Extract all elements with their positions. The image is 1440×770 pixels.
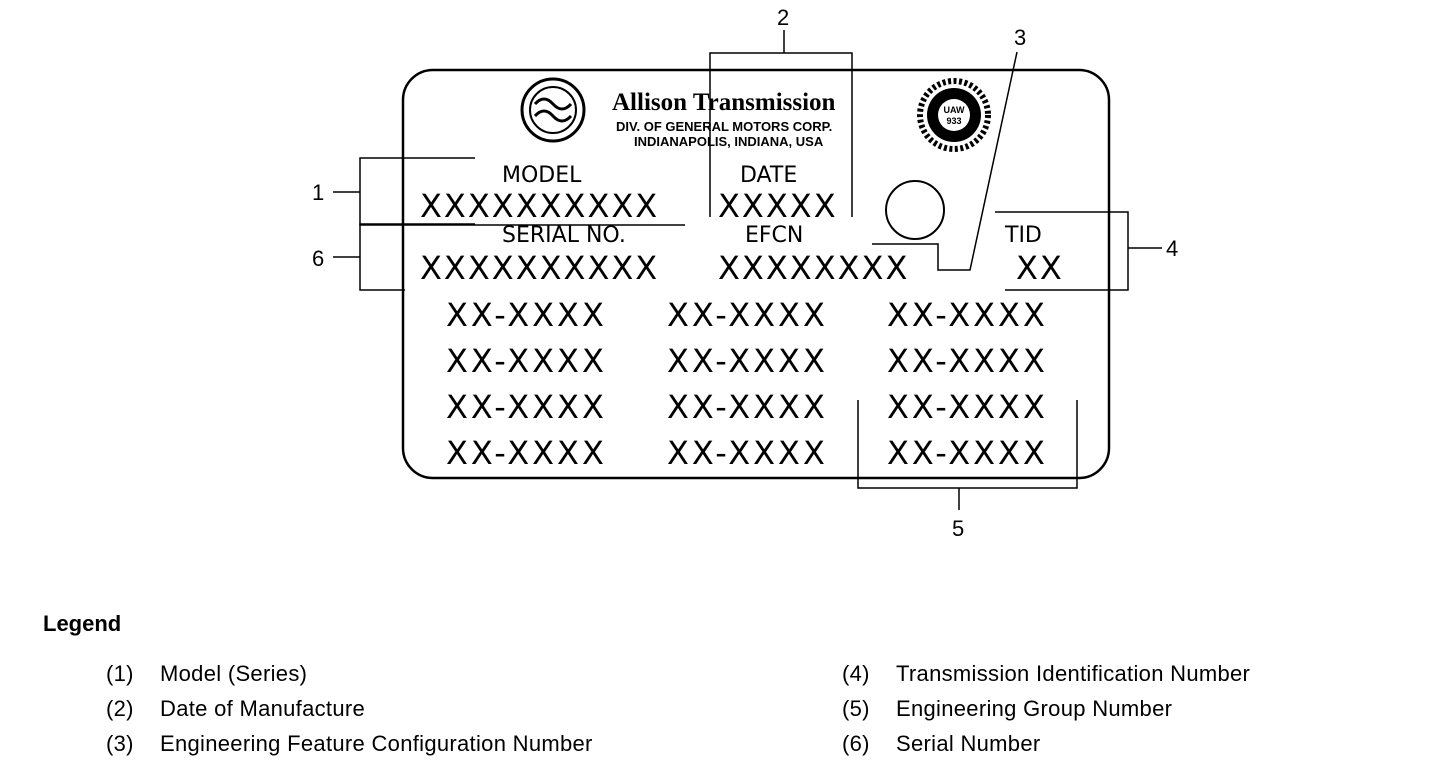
callout-2-number: 2 [777,5,789,30]
group-code: XX-XXXX [667,296,828,334]
serial-value: XXXXXXXXXX [420,249,659,287]
brand-address-line: INDIANAPOLIS, INDIANA, USA [634,134,824,149]
legend-item-number: (6) [842,731,870,756]
group-code: XX-XXXX [667,388,828,426]
legend-item: (2) Date of Manufacture [106,696,365,722]
callout-5-bracket [857,400,1078,489]
group-code: XX-XXXX [887,434,1048,472]
uaw-seal-icon: UAW 933 [917,78,991,152]
callout-5-number: 5 [952,516,964,541]
callout-6-number: 6 [312,246,324,271]
legend-item-number: (1) [106,661,134,686]
group-code: XX-XXXX [667,342,828,380]
group-code: XX-XXXX [446,342,607,380]
legend-item: (4) Transmission Identification Number [842,661,1250,687]
legend-item-text: Serial Number [896,731,1041,756]
date-value: XXXXX [718,187,838,225]
legend-item-number: (3) [106,731,134,756]
legend-item: (3) Engineering Feature Configuration Num… [106,731,593,757]
date-label: DATE [740,163,797,188]
transmission-id-plate-diagram: Allison Transmission DIV. OF GENERAL MOT… [312,5,1178,541]
legend-title: Legend [43,611,122,636]
legend-item: (5) Engineering Group Number [842,696,1172,722]
tid-label: TID [1004,223,1042,248]
legend-item-text: Model (Series) [160,661,308,686]
allison-logo-icon [520,77,586,143]
plate-rivet-hole [885,180,945,240]
efcn-label: EFCN [745,223,803,248]
group-code: XX-XXXX [667,434,828,472]
legend-item-number: (4) [842,661,870,686]
legend-item: (1) Model (Series) [106,661,307,687]
callout-2-bracket [709,52,853,217]
model-label: MODEL [502,163,582,188]
legend-item: (6) Serial Number [842,731,1041,757]
seal-text-line-1: UAW [944,105,966,115]
model-value: XXXXXXXXXX [420,187,659,225]
callout-3-bracket [872,51,1018,271]
serial-label: SERIAL NO. [502,223,626,248]
tid-value: XX [1016,249,1064,287]
seal-text-line-2: 933 [946,116,961,126]
legend-item-text: Date of Manufacture [160,696,366,721]
brand-division-line: DIV. OF GENERAL MOTORS CORP. [616,119,832,134]
legend-item-number: (5) [842,696,870,721]
callout-3-number: 3 [1014,25,1026,50]
callout-4-bracket [995,211,1129,291]
brand-name: Allison Transmission [612,89,836,116]
group-code: XX-XXXX [887,342,1048,380]
group-code: XX-XXXX [887,296,1048,334]
legend-item-number: (2) [106,696,134,721]
callout-1-number: 1 [312,180,324,205]
group-code: XX-XXXX [446,388,607,426]
callout-4-number: 4 [1166,236,1178,261]
group-code: XX-XXXX [446,434,607,472]
group-code: XX-XXXX [446,296,607,334]
legend-item-text: Engineering Group Number [896,696,1173,721]
efcn-value: XXXXXXXX [718,249,909,287]
group-code: XX-XXXX [887,388,1048,426]
legend-item-text: Transmission Identification Number [896,661,1251,686]
id-plate-outline [401,68,1111,480]
legend-item-text: Engineering Feature Configuration Number [160,731,593,756]
